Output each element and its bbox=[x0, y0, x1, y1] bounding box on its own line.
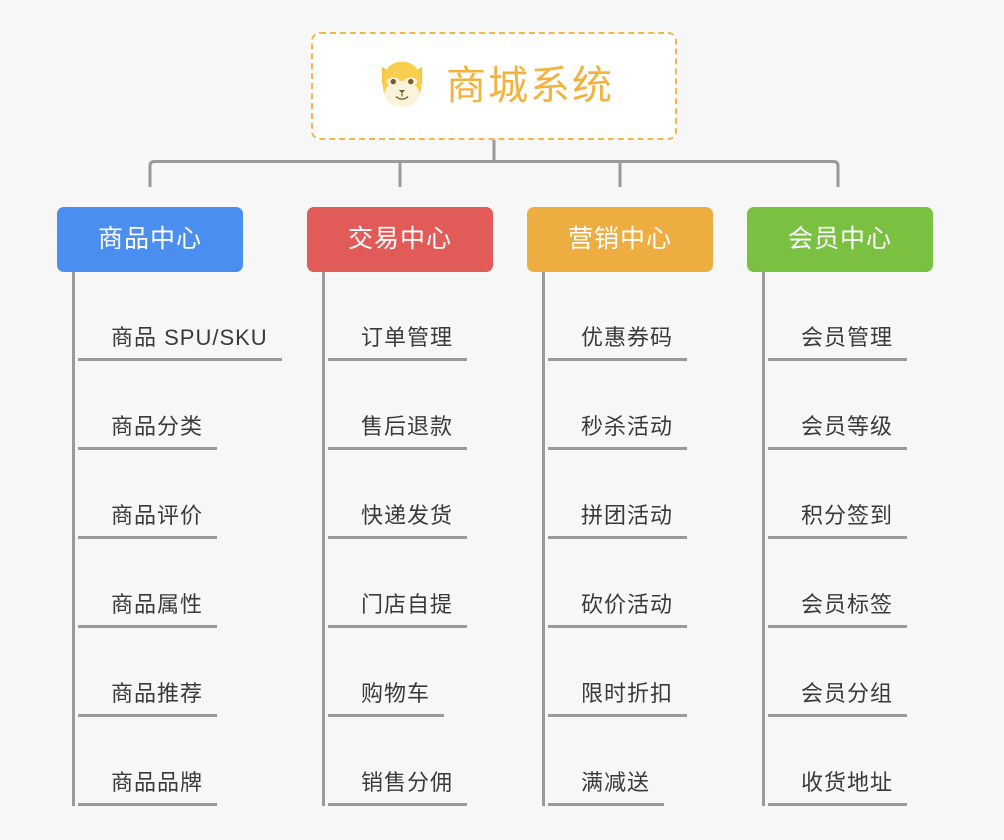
branch-column-4: 会员中心 会员管理 会员等级 积分签到 会员标签 会员分组 收货地址 bbox=[747, 207, 933, 806]
list-item[interactable]: 商品分类 bbox=[78, 361, 312, 450]
list-item[interactable]: 拼团活动 bbox=[548, 450, 782, 539]
list-item[interactable]: 销售分佣 bbox=[328, 717, 562, 806]
leaf-label: 秒杀活动 bbox=[548, 416, 688, 450]
list-item[interactable]: 购物车 bbox=[328, 628, 562, 717]
leaf-list-trade: 订单管理 售后退款 快递发货 门店自提 购物车 销售分佣 bbox=[322, 272, 562, 806]
category-header-trade[interactable]: 交易中心 bbox=[307, 207, 493, 272]
list-item[interactable]: 收货地址 bbox=[768, 717, 1002, 806]
category-header-member[interactable]: 会员中心 bbox=[747, 207, 933, 272]
leaf-label: 优惠券码 bbox=[548, 327, 688, 361]
root-node[interactable]: 商城系统 bbox=[311, 32, 677, 140]
branch-column-2: 交易中心 订单管理 售后退款 快递发货 门店自提 购物车 销售分佣 bbox=[307, 207, 493, 806]
category-header-marketing[interactable]: 营销中心 bbox=[527, 207, 713, 272]
leaf-list-marketing: 优惠券码 秒杀活动 拼团活动 砍价活动 限时折扣 满减送 bbox=[542, 272, 782, 806]
list-item[interactable]: 订单管理 bbox=[328, 272, 562, 361]
leaf-label: 商品 SPU/SKU bbox=[78, 327, 282, 361]
leaf-label: 满减送 bbox=[548, 772, 665, 806]
list-item[interactable]: 快递发货 bbox=[328, 450, 562, 539]
leaf-label: 商品品牌 bbox=[78, 772, 218, 806]
leaf-label: 商品评价 bbox=[78, 505, 218, 539]
leaf-label: 拼团活动 bbox=[548, 505, 688, 539]
list-item[interactable]: 会员分组 bbox=[768, 628, 1002, 717]
category-header-label: 营销中心 bbox=[567, 225, 672, 253]
leaf-label: 销售分佣 bbox=[328, 772, 468, 806]
leaf-label: 收货地址 bbox=[768, 772, 908, 806]
leaf-label: 商品推荐 bbox=[78, 683, 218, 717]
list-item[interactable]: 会员等级 bbox=[768, 361, 1002, 450]
category-header-label: 商品中心 bbox=[97, 225, 202, 253]
leaf-label: 积分签到 bbox=[768, 505, 908, 539]
leaf-label: 会员标签 bbox=[768, 594, 908, 628]
list-item[interactable]: 商品 SPU/SKU bbox=[78, 272, 312, 361]
list-item[interactable]: 商品评价 bbox=[78, 450, 312, 539]
category-header-product[interactable]: 商品中心 bbox=[57, 207, 243, 272]
list-item[interactable]: 商品推荐 bbox=[78, 628, 312, 717]
list-item[interactable]: 限时折扣 bbox=[548, 628, 782, 717]
leaf-label: 限时折扣 bbox=[548, 683, 688, 717]
branch-column-3: 营销中心 优惠券码 秒杀活动 拼团活动 砍价活动 限时折扣 满减送 bbox=[527, 207, 713, 806]
leaf-label: 订单管理 bbox=[328, 327, 468, 361]
category-header-label: 会员中心 bbox=[787, 225, 892, 253]
leaf-label: 商品分类 bbox=[78, 416, 218, 450]
list-item[interactable]: 满减送 bbox=[548, 717, 782, 806]
page-title: 商城系统 bbox=[446, 64, 614, 108]
shiba-dog-emoji-icon bbox=[381, 61, 423, 107]
leaf-label: 会员分组 bbox=[768, 683, 908, 717]
leaf-label: 会员管理 bbox=[768, 327, 908, 361]
bus-line bbox=[148, 160, 840, 187]
leaf-label: 商品属性 bbox=[78, 594, 218, 628]
leaf-label: 门店自提 bbox=[328, 594, 468, 628]
list-item[interactable]: 秒杀活动 bbox=[548, 361, 782, 450]
leaf-list-product: 商品 SPU/SKU 商品分类 商品评价 商品属性 商品推荐 商品品牌 bbox=[72, 272, 312, 806]
list-item[interactable]: 商品属性 bbox=[78, 539, 312, 628]
category-header-label: 交易中心 bbox=[347, 225, 452, 253]
leaf-label: 购物车 bbox=[328, 683, 445, 717]
list-item[interactable]: 砍价活动 bbox=[548, 539, 782, 628]
list-item[interactable]: 优惠券码 bbox=[548, 272, 782, 361]
list-item[interactable]: 售后退款 bbox=[328, 361, 562, 450]
list-item[interactable]: 会员标签 bbox=[768, 539, 1002, 628]
leaf-label: 快递发货 bbox=[328, 505, 468, 539]
list-item[interactable]: 会员管理 bbox=[768, 272, 1002, 361]
leaf-label: 砍价活动 bbox=[548, 594, 688, 628]
branch-column-1: 商品中心 商品 SPU/SKU 商品分类 商品评价 商品属性 商品推荐 商品品牌 bbox=[57, 207, 282, 806]
leaf-label: 售后退款 bbox=[328, 416, 468, 450]
list-item[interactable]: 积分签到 bbox=[768, 450, 1002, 539]
list-item[interactable]: 门店自提 bbox=[328, 539, 562, 628]
leaf-list-member: 会员管理 会员等级 积分签到 会员标签 会员分组 收货地址 bbox=[762, 272, 1002, 806]
leaf-label: 会员等级 bbox=[768, 416, 908, 450]
list-item[interactable]: 商品品牌 bbox=[78, 717, 312, 806]
